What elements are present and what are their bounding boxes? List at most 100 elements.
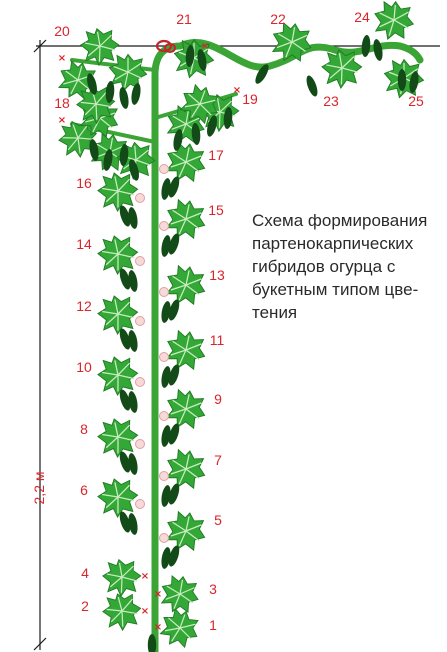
leaf-veins	[113, 57, 143, 88]
leaf-icon	[321, 49, 363, 89]
cucumber-icon	[128, 207, 138, 229]
cucumber-icon	[103, 149, 113, 171]
cucumber-icon	[161, 235, 171, 257]
flower-ring	[135, 377, 145, 387]
pinch-mark-icon: ×	[154, 589, 162, 600]
cucumber-icon	[207, 115, 217, 137]
flower-ring	[159, 411, 169, 421]
cucumber-icon	[191, 123, 201, 145]
cucumber-icon	[105, 81, 115, 103]
flower-ring	[135, 439, 145, 449]
cucumber-icon	[161, 485, 171, 507]
cucumber-icon	[129, 159, 139, 181]
flower-ring	[135, 316, 145, 326]
node-number-25: 25	[408, 93, 424, 109]
cucumber-icon	[255, 64, 269, 84]
node-number-8: 8	[80, 421, 88, 437]
cucumber-icon	[168, 483, 180, 505]
caption-line-1: Схема формирования	[252, 211, 428, 230]
cucumber-icon	[306, 75, 318, 97]
cucumber-icon	[119, 328, 131, 350]
cucumber-icon	[119, 268, 131, 290]
leaf-icon	[165, 510, 206, 552]
cucumber-icon	[223, 107, 233, 129]
pinch-mark-icon: ×	[141, 571, 149, 582]
node-number-1: 1	[209, 617, 217, 633]
leaf-veins	[102, 239, 135, 271]
leaf-veins	[102, 422, 135, 454]
leaf-veins	[170, 335, 202, 366]
leaf-veins	[184, 90, 216, 118]
node-number-16: 16	[76, 175, 92, 191]
cucumber-icon	[373, 39, 383, 61]
leaf-icon	[97, 418, 139, 459]
cucumber-icon	[168, 364, 180, 386]
leaf-icon	[102, 593, 142, 632]
flower-ring	[159, 533, 169, 543]
cucumber-icon	[197, 49, 207, 71]
leaf-veins	[80, 90, 112, 120]
flower-ring	[135, 256, 145, 266]
leaf-icon	[97, 235, 139, 276]
leaf-icon	[165, 388, 206, 430]
dimension-tick-bottom	[33, 637, 47, 651]
leaf-veins	[95, 137, 125, 167]
cucumber-icon	[168, 545, 180, 567]
node-number-14: 14	[76, 236, 92, 252]
node-number-19: 19	[242, 91, 258, 107]
cucumber-icon	[147, 634, 157, 652]
cucumber-icon	[119, 205, 131, 227]
leaf-icon	[97, 356, 139, 397]
cucumber-icon	[168, 176, 180, 198]
leaf-icon	[80, 27, 120, 67]
cucumber-icon	[168, 423, 180, 445]
cucumber-icon	[185, 45, 195, 67]
leaf-veins	[276, 27, 308, 58]
leaf-icon	[165, 329, 206, 371]
node-number-15: 15	[208, 202, 224, 218]
cucumbers	[87, 35, 419, 652]
leaf-veins	[170, 204, 202, 235]
node-number-5: 5	[214, 512, 222, 528]
leaf-veins	[326, 53, 359, 85]
leaf-icon	[179, 83, 219, 125]
leaf-icon	[76, 86, 116, 125]
node-number-21: 21	[176, 11, 192, 27]
flower-ring	[159, 352, 169, 362]
leaf-icon	[160, 574, 199, 613]
leaf-icon	[165, 264, 206, 306]
node-number-4: 4	[81, 565, 89, 581]
pinch-mark-icon: ×	[58, 53, 66, 64]
cucumber-icon	[173, 129, 183, 151]
cucumber-icon	[87, 73, 97, 95]
node-number-3: 3	[209, 581, 217, 597]
leaf-veins	[106, 562, 138, 593]
flower-ring	[159, 164, 169, 174]
leaf-icon	[102, 558, 142, 598]
cucumber-icon	[119, 144, 129, 166]
leaf-icon	[108, 53, 148, 92]
node-number-2: 2	[81, 598, 89, 614]
trellis-knot-icon	[164, 43, 176, 53]
caption-line-2: партенокарпических	[252, 234, 414, 253]
leaf-veins	[84, 31, 116, 62]
cucumber-icon	[89, 139, 99, 161]
leaf-veins	[170, 394, 202, 425]
cucumber-icon	[131, 83, 141, 105]
leaf-veins	[102, 482, 135, 514]
node-number-11: 11	[210, 332, 225, 348]
node-number-23: 23	[323, 93, 339, 109]
leaf-icon	[165, 141, 206, 183]
leaf-veins	[106, 597, 138, 627]
caption-line-3: гибридов огурца с	[252, 257, 396, 276]
node-number-22: 22	[270, 11, 286, 27]
cucumber-icon	[119, 511, 131, 533]
leaf-veins	[63, 66, 94, 95]
node-number-20: 20	[54, 23, 70, 39]
node-number-13: 13	[209, 267, 225, 283]
leaf-icon	[58, 119, 98, 158]
leaf-veins	[170, 147, 202, 178]
pinch-mark-icon: ×	[154, 622, 162, 633]
flower-ring	[159, 471, 169, 481]
